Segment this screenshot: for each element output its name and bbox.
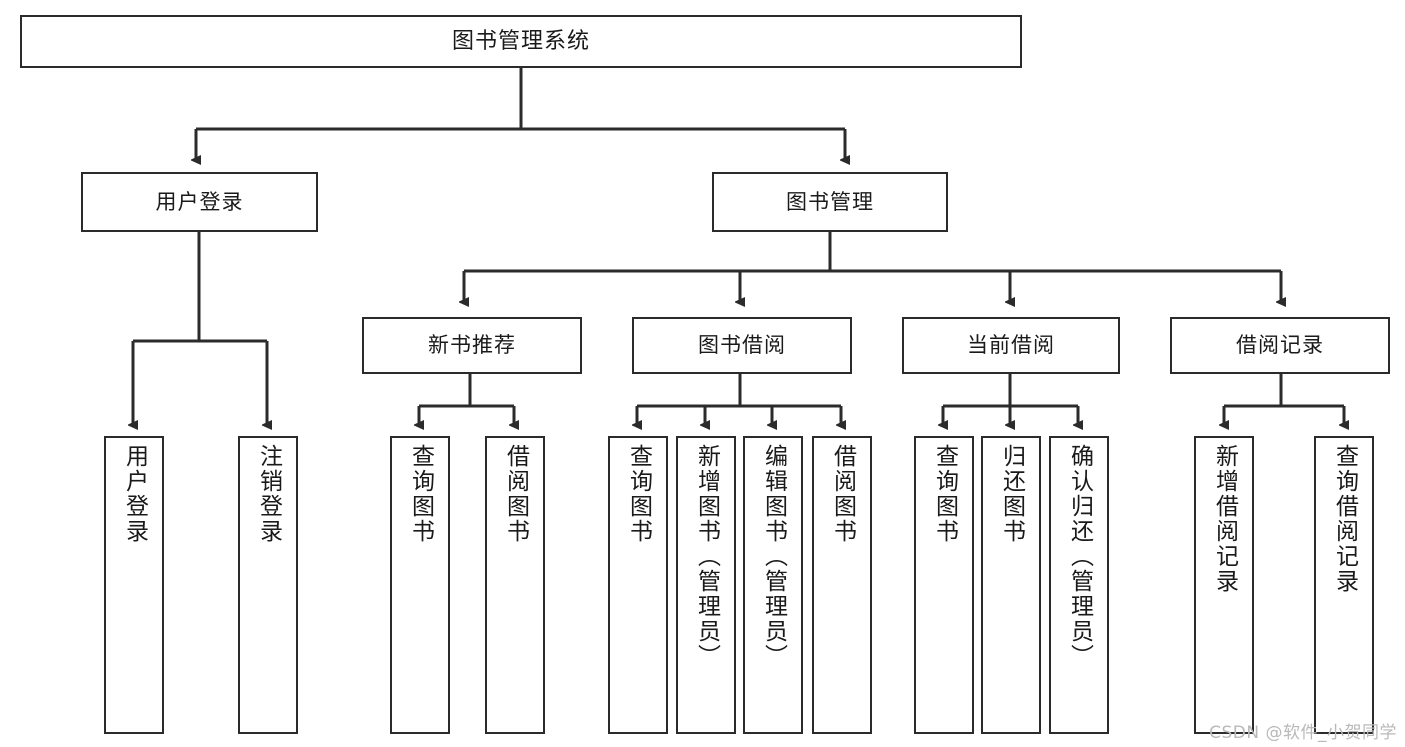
node-book-borrow[interactable]: 图书借阅 [632, 317, 852, 374]
node-leaf-return-book-label: 归还图书 [998, 444, 1025, 544]
node-leaf-borrow-book-2[interactable]: 借阅图书 [812, 436, 872, 734]
node-leaf-user-login[interactable]: 用户登录 [104, 436, 164, 734]
node-leaf-confirm-return-label: 确认归还（管理员） [1066, 444, 1093, 669]
node-leaf-borrow-book-2-label: 借阅图书 [829, 444, 856, 544]
node-leaf-user-login-label: 用户登录 [121, 444, 148, 544]
node-leaf-logout-login[interactable]: 注销登录 [238, 436, 298, 734]
node-leaf-add-record-label: 新增借阅记录 [1211, 444, 1238, 594]
node-book-manage[interactable]: 图书管理 [712, 172, 948, 232]
node-book-manage-label: 图书管理 [786, 189, 874, 214]
node-leaf-edit-book-label: 编辑图书（管理员） [760, 444, 787, 669]
node-root[interactable]: 图书管理系统 [20, 15, 1022, 68]
node-leaf-add-record[interactable]: 新增借阅记录 [1194, 436, 1254, 734]
node-new-book-recommend-label: 新书推荐 [428, 333, 516, 358]
node-current-borrow[interactable]: 当前借阅 [902, 317, 1120, 374]
node-leaf-borrow-book-1-label: 借阅图书 [502, 444, 529, 544]
node-leaf-edit-book[interactable]: 编辑图书（管理员） [743, 436, 803, 734]
node-leaf-query-book-2-label: 查询图书 [625, 444, 652, 544]
node-leaf-query-book-1-label: 查询图书 [407, 444, 434, 544]
node-borrow-record[interactable]: 借阅记录 [1170, 317, 1390, 374]
node-leaf-query-book-1[interactable]: 查询图书 [390, 436, 450, 734]
node-leaf-add-book[interactable]: 新增图书（管理员） [676, 436, 736, 734]
node-leaf-logout-login-label: 注销登录 [255, 444, 282, 544]
node-leaf-query-book-3-label: 查询图书 [931, 444, 958, 544]
csdn-watermark: CSDN @软件_小贺同学 [1209, 723, 1397, 743]
node-leaf-query-record-label: 查询借阅记录 [1331, 444, 1358, 594]
node-leaf-return-book[interactable]: 归还图书 [981, 436, 1041, 734]
node-leaf-add-book-label: 新增图书（管理员） [693, 444, 720, 669]
node-leaf-borrow-book-1[interactable]: 借阅图书 [485, 436, 545, 734]
node-borrow-record-label: 借阅记录 [1236, 333, 1324, 358]
node-leaf-confirm-return[interactable]: 确认归还（管理员） [1049, 436, 1109, 734]
node-user-login-label: 用户登录 [155, 189, 244, 214]
node-book-borrow-label: 图书借阅 [698, 333, 786, 358]
node-leaf-query-book-2[interactable]: 查询图书 [608, 436, 668, 734]
node-user-login[interactable]: 用户登录 [81, 172, 318, 232]
node-new-book-recommend[interactable]: 新书推荐 [362, 317, 582, 374]
node-leaf-query-record[interactable]: 查询借阅记录 [1314, 436, 1374, 734]
node-current-borrow-label: 当前借阅 [967, 333, 1055, 358]
node-leaf-query-book-3[interactable]: 查询图书 [914, 436, 974, 734]
node-root-label: 图书管理系统 [451, 28, 590, 54]
